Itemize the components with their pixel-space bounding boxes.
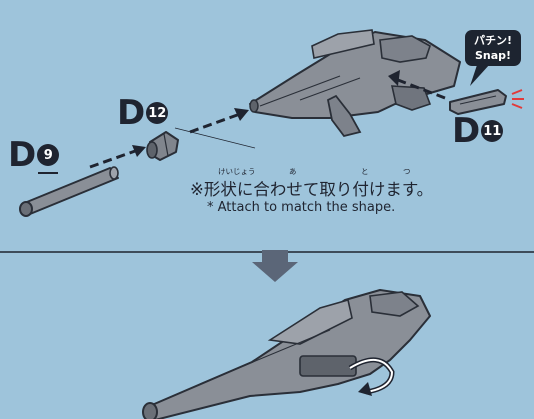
furigana-a: あ <box>289 167 297 176</box>
arrowheads <box>132 70 400 157</box>
part-d9-barrel <box>19 166 119 217</box>
furigana-tsu: つ <box>403 167 411 176</box>
furigana-keijou: けいじょう <box>218 167 256 176</box>
part-label-letter: D <box>452 111 480 151</box>
part-label-d11: D 11 <box>452 111 504 151</box>
leader-line <box>174 127 256 149</box>
instruction-note-english: * Attach to match the shape. <box>207 200 396 215</box>
weapon-assembly-top <box>249 29 461 138</box>
d9-underline <box>38 172 58 174</box>
snap-callout: パチン! Snap! <box>465 30 521 66</box>
furigana-to: と <box>361 167 369 176</box>
rotate-arrow-icon <box>348 357 395 396</box>
dashed-arrow-icon <box>89 78 446 169</box>
weapon-assembled-bottom <box>142 289 431 419</box>
part-d12-connector <box>146 131 179 161</box>
part-d11-clip <box>449 89 507 115</box>
part-label-d9: D 9 <box>8 135 60 175</box>
snap-callout-tail <box>470 62 490 86</box>
part-label-d12: D 12 <box>117 93 169 133</box>
part-label-letter: D <box>8 135 36 175</box>
part-number-badge: 12 <box>146 102 169 124</box>
part-number-badge: 11 <box>481 120 504 142</box>
snap-sparkle-icon <box>511 89 524 109</box>
snap-callout-japanese: パチン! <box>473 34 513 47</box>
instruction-note-japanese: ※形状に合わせて取り付けます。 <box>190 180 434 199</box>
down-arrow-icon <box>252 250 298 282</box>
part-label-letter: D <box>117 93 145 133</box>
part-number-badge: 9 <box>37 144 60 166</box>
snap-callout-english: Snap! <box>474 49 512 62</box>
